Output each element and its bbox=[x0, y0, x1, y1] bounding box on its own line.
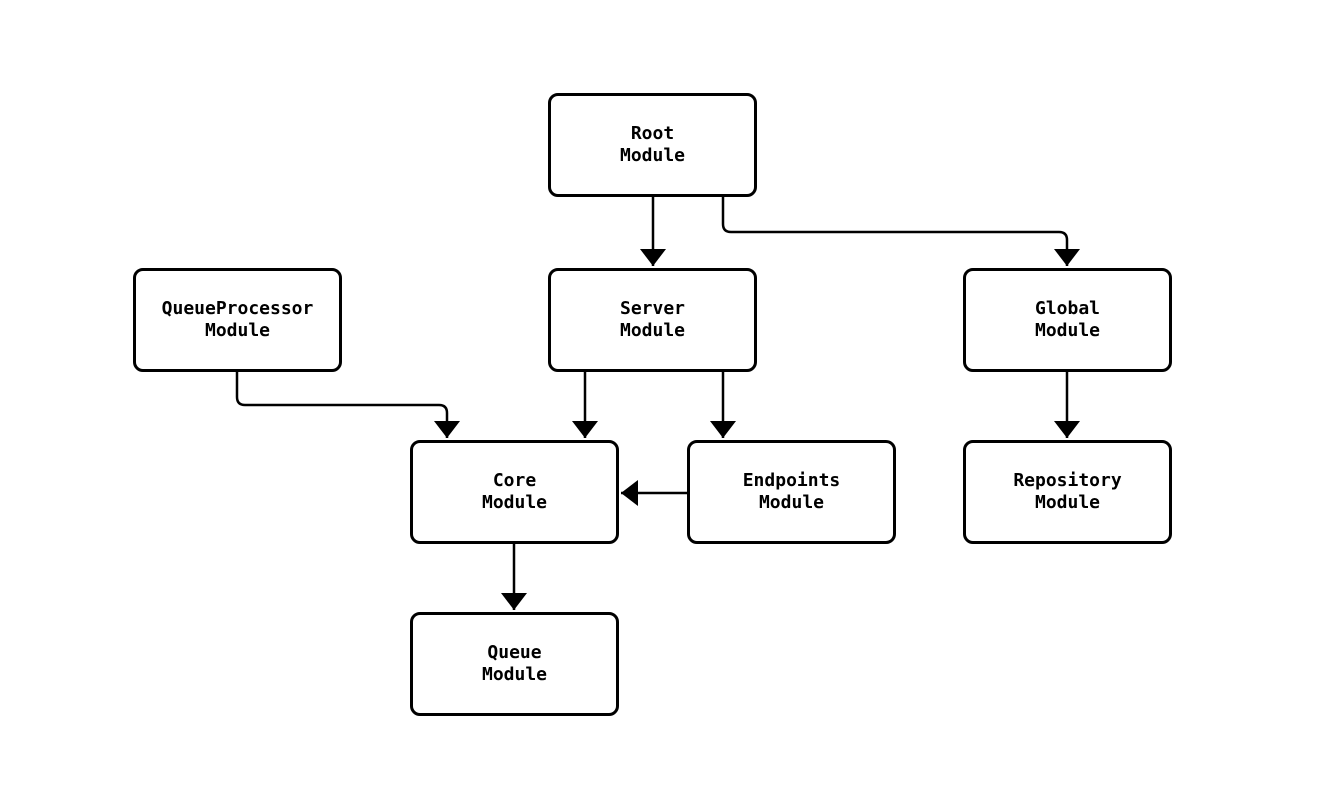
node-core-module: Core Module bbox=[410, 440, 619, 544]
node-queue-module-label: Queue Module bbox=[481, 642, 548, 685]
edge-queueprocessor-to-core bbox=[235, 372, 460, 438]
node-root-module-label: Root Module bbox=[619, 123, 686, 166]
node-server-module-label: Server Module bbox=[619, 298, 686, 341]
node-queueprocessor-module-label: QueueProcessor Module bbox=[161, 298, 314, 341]
node-server-module: Server Module bbox=[548, 268, 757, 372]
node-repository-module-label: Repository Module bbox=[1013, 470, 1122, 513]
node-core-module-label: Core Module bbox=[481, 470, 548, 513]
node-root-module: Root Module bbox=[548, 93, 757, 197]
node-queue-module: Queue Module bbox=[410, 612, 619, 716]
edge-root-to-global bbox=[721, 197, 1080, 266]
node-queueprocessor-module: QueueProcessor Module bbox=[133, 268, 342, 372]
node-repository-module: Repository Module bbox=[963, 440, 1172, 544]
node-endpoints-module: Endpoints Module bbox=[687, 440, 896, 544]
node-global-module: Global Module bbox=[963, 268, 1172, 372]
node-endpoints-module-label: Endpoints Module bbox=[742, 470, 841, 513]
node-global-module-label: Global Module bbox=[1034, 298, 1101, 341]
